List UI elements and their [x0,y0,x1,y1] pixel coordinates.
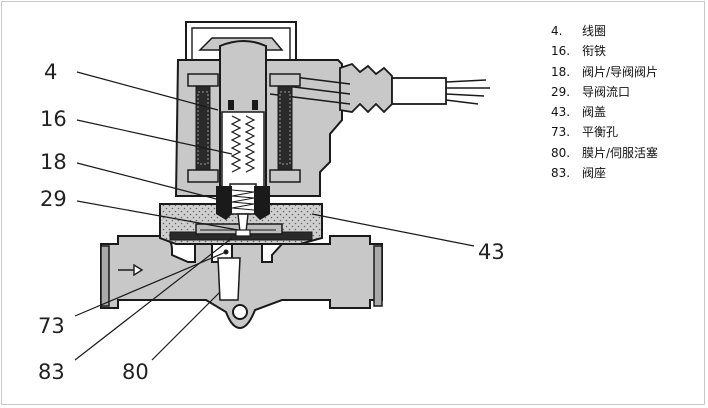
callout-16: 16 [40,107,67,131]
legend-text: 膜片/伺服活塞 [582,145,659,160]
leader-80 [151,291,221,361]
leader-lines [74,71,475,361]
legend-item: 83. 阀座 [551,164,658,184]
flow-arrow-icon [118,263,144,277]
legend-text: 阀盖 [582,105,607,120]
leader-4 [76,71,219,111]
legend-number: 4. [551,24,563,38]
callout-4: 4 [44,60,58,84]
legend-text: 阀片/导阀阀片 [582,64,659,79]
legend-text: 线圈 [582,24,607,38]
legend-item: 43. 阀盖 [551,103,658,123]
valve-body [100,235,383,330]
parts-legend: 4. 线圈 16. 衔铁 18. 阀片/导阀阀片 29. 导阀流口 43. 阀盖 73. 平… [551,22,658,184]
legend-number: 83. [551,166,571,181]
legend-item: 73. 平衡孔 [551,123,658,143]
legend-item: 16. 衔铁 [551,42,658,62]
coil [187,73,301,183]
cable-gland [269,62,490,114]
leader-18 [76,162,229,203]
legend-number: 29. [551,84,571,99]
legend-number: 80. [551,145,571,160]
legend-text: 阀座 [582,166,607,181]
legend-item: 80. 膜片/伺服活塞 [551,144,658,164]
legend-item: 18. 阀片/导阀阀片 [551,63,658,83]
legend-number: 18. [551,64,571,79]
legend-number: 73. [551,125,571,140]
legend-text: 导阀流口 [582,84,631,99]
legend-text: 平衡孔 [582,125,619,140]
legend-item: 4. 线圈 [551,22,658,42]
leader-43 [311,213,475,247]
callout-43: 43 [478,240,505,264]
legend-text: 衔铁 [582,44,607,59]
leader-29 [76,200,239,231]
pilot-disc [216,183,270,233]
callout-80: 80 [122,360,149,384]
callout-73: 73 [38,314,65,338]
legend-number: 16. [551,44,571,59]
callout-18: 18 [40,150,67,174]
leader-16 [76,119,233,155]
legend-number: 43. [551,105,571,120]
callout-83: 83 [38,360,65,384]
callout-29: 29 [40,187,67,211]
armature [219,40,267,197]
legend-item: 29. 导阀流口 [551,83,658,103]
leader-83 [74,237,233,361]
